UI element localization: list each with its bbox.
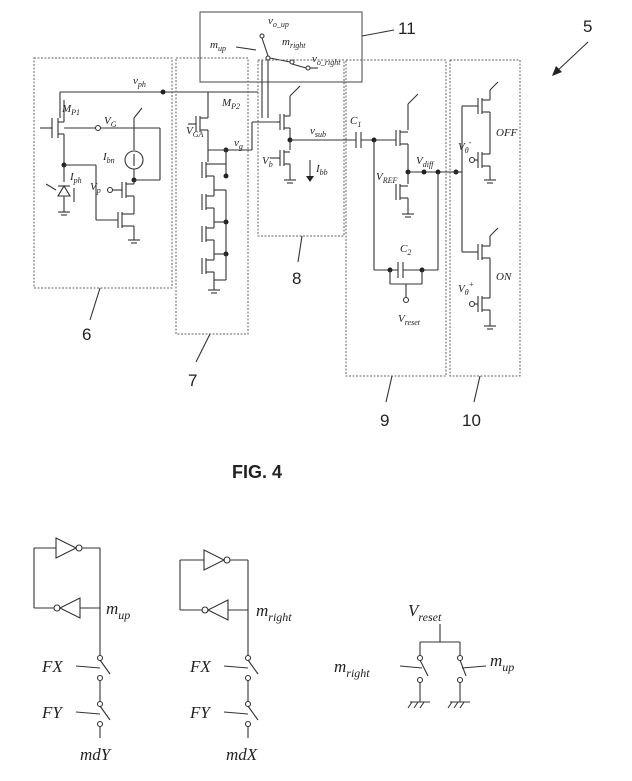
- label-I-ph: Iph: [69, 171, 82, 185]
- ref-7-leader: [195, 333, 211, 363]
- latch1-out: mdY: [80, 745, 112, 764]
- latch1-m-label: mup: [106, 599, 130, 622]
- ref-8-leader: [297, 235, 303, 263]
- latch-up: [33, 537, 111, 738]
- label-v-o-right: vo_right: [312, 53, 341, 67]
- label-I-bb: Ibb: [315, 163, 328, 177]
- latch2-m-label: mright: [256, 601, 292, 624]
- label-V-reset: Vreset: [398, 313, 421, 327]
- reset-switch-pair: [399, 624, 487, 709]
- latch1-FY: FY: [41, 703, 63, 722]
- label-V-GA: VGA: [186, 125, 204, 139]
- vdd-icon: [133, 107, 143, 119]
- label-V-theta-plus: Vθ+: [458, 280, 474, 297]
- label-I-bn: Ibn: [102, 151, 115, 165]
- ref-5: 5: [583, 17, 592, 36]
- block-11-box: [199, 11, 363, 83]
- vdd-icon: [489, 227, 499, 237]
- latch2-out: mdX: [226, 745, 258, 764]
- label-m-right: mright: [282, 36, 306, 50]
- ref-7: 7: [188, 371, 197, 390]
- label-v-g: vg: [234, 137, 243, 151]
- ref-10: 10: [462, 411, 481, 430]
- latch2-FX: FX: [189, 657, 211, 676]
- inverter-icon: [203, 549, 226, 571]
- latch1-FX: FX: [41, 657, 63, 676]
- label-V-diff: Vdiff: [416, 155, 435, 169]
- ref-11: 11: [398, 19, 416, 38]
- inverter-icon: [206, 599, 229, 621]
- reset-right-m-label: mup: [490, 651, 514, 674]
- block-10-box: [449, 59, 521, 377]
- switch-up-blade: [261, 37, 269, 57]
- light-arrow-icon: [45, 183, 57, 191]
- label-OFF: OFF: [496, 127, 518, 139]
- label-ON: ON: [496, 271, 512, 283]
- label-M-P1: MP1: [61, 103, 80, 117]
- switch-node: [259, 33, 265, 39]
- label-C2: C2: [400, 243, 411, 257]
- block-8-box: [257, 59, 345, 237]
- vdd-icon: [407, 93, 419, 105]
- photodiode-symbol: [57, 184, 71, 197]
- label-v-o-up: vo_up: [268, 15, 289, 29]
- node-v-ph: [160, 89, 166, 95]
- ref-6-leader: [89, 287, 101, 321]
- reset-V-label: Vreset: [408, 601, 442, 624]
- ibb-arrowhead: [306, 176, 314, 182]
- inverter-icon: [55, 537, 78, 559]
- diode-stack: [201, 150, 229, 294]
- ref-6: 6: [82, 325, 91, 344]
- label-V-REF: VREF: [376, 171, 398, 185]
- switch-right-blade: [291, 63, 307, 69]
- vtheta-plus-terminal: [468, 300, 476, 308]
- vg-terminal: [94, 124, 102, 132]
- label-M-P2: MP2: [221, 97, 240, 111]
- ref-8: 8: [292, 269, 301, 288]
- label-V-G: VG: [104, 115, 117, 129]
- ref-9-leader: [385, 375, 393, 403]
- label-V-theta-minus: Vθ-: [458, 138, 472, 155]
- m-up-arrow: [235, 46, 257, 51]
- vtheta-minus-terminal: [468, 156, 476, 164]
- reset-terminal: [402, 296, 410, 304]
- ref-10-leader: [473, 375, 481, 403]
- label-v-ph: vph: [133, 75, 146, 89]
- node-v-diff-2: [421, 169, 427, 175]
- latch2-FY: FY: [189, 703, 211, 722]
- label-v-sub: vsub: [310, 125, 326, 139]
- label-V-p: Vp: [90, 181, 101, 195]
- label-C1: C1: [350, 115, 361, 129]
- ref-11-leader: [361, 29, 395, 37]
- ref-9: 9: [380, 411, 389, 430]
- ref-5-arrowhead: [552, 66, 562, 76]
- switch-node: [289, 59, 295, 65]
- label-V-b: Vb: [262, 155, 273, 169]
- figure-caption: FIG. 4: [232, 462, 282, 482]
- vdd-icon: [489, 81, 499, 91]
- switch-node: [265, 55, 271, 61]
- vdd-icon: [289, 85, 301, 97]
- inverter-icon: [58, 597, 81, 619]
- ref-5-arrow-line: [555, 41, 589, 73]
- block-6-box: [33, 57, 173, 289]
- label-m-up: mup: [210, 39, 226, 53]
- vp-terminal: [106, 186, 114, 194]
- block-7-box: [175, 57, 249, 335]
- latch-right: [179, 549, 259, 738]
- reset-left-m-label: mright: [334, 657, 370, 680]
- switch-node: [305, 65, 311, 71]
- block-9-box: [345, 59, 447, 377]
